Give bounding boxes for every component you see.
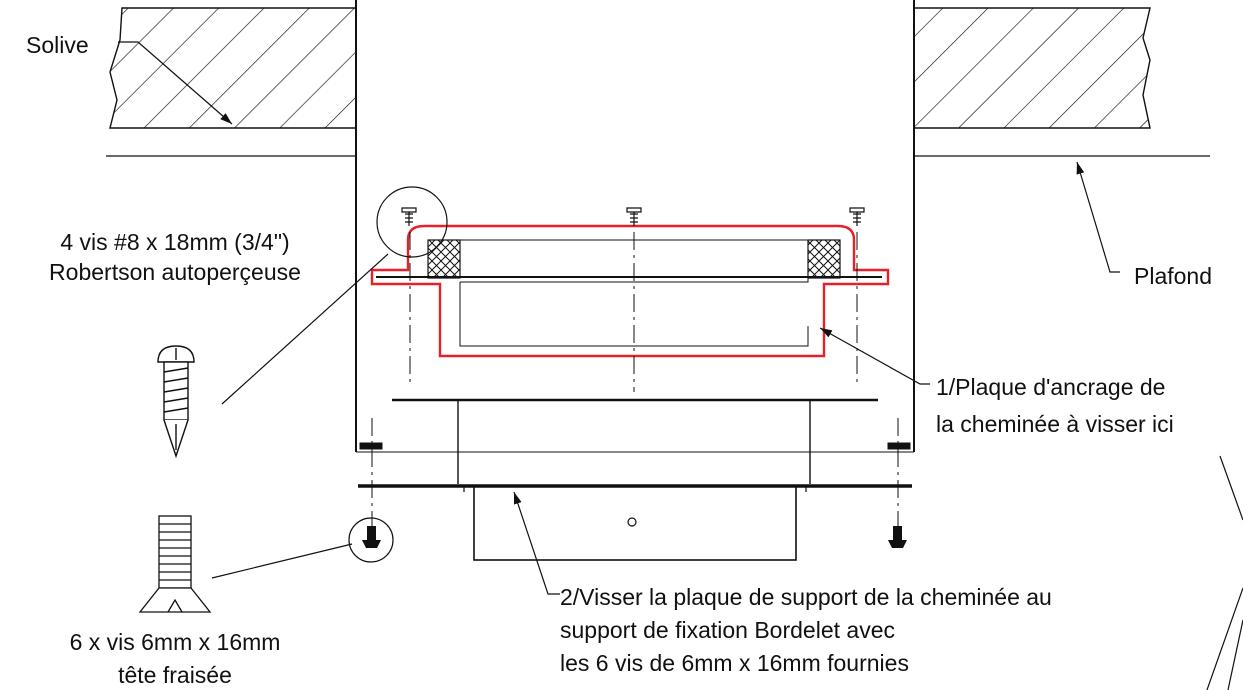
- screw-detail-circle: [376, 186, 448, 258]
- bolt-detail-circle: [348, 517, 394, 563]
- bolt-right-icon: [888, 526, 907, 548]
- bottom-bolts: [362, 526, 907, 548]
- leader-lines: [118, 41, 1243, 690]
- support-label-line2: support de fixation Bordelet avec: [560, 617, 895, 643]
- bolt-label-line1: 6 x vis 6mm x 16mm: [69, 629, 281, 655]
- screw-center-icon: [626, 207, 642, 226]
- countersunk-bolt-icon: [138, 515, 212, 613]
- anchor-plate: [370, 224, 890, 358]
- screw-right-icon: [849, 207, 865, 226]
- top-screws: [401, 207, 865, 226]
- screws-label-line1: 4 vis #8 x 18mm (3/4"): [60, 229, 290, 255]
- anchor-label-line1: 1/Plaque d'ancrage de: [936, 374, 1166, 400]
- self-drilling-screw-icon: [157, 345, 195, 459]
- support-label-line1: 2/Visser la plaque de support de la chem…: [560, 584, 1052, 610]
- support-label-line3: les 6 vis de 6mm x 16mm fournies: [560, 650, 909, 676]
- bolt-left-icon: [362, 526, 381, 548]
- bolt-label-line2: tête fraisée: [118, 662, 232, 688]
- joist-beam: [109, 0, 1151, 132]
- screw-left-icon: [401, 207, 417, 226]
- support-assembly: [358, 398, 912, 561]
- ceiling-label: Plafond: [1134, 263, 1213, 289]
- center-lines: [371, 232, 899, 548]
- joist-label: Solive: [26, 32, 89, 58]
- ceiling-opening: [355, 0, 915, 453]
- anchor-label-line2: la cheminée à visser ici: [936, 411, 1174, 437]
- screws-label-line2: Robertson autoperçeuse: [49, 259, 301, 285]
